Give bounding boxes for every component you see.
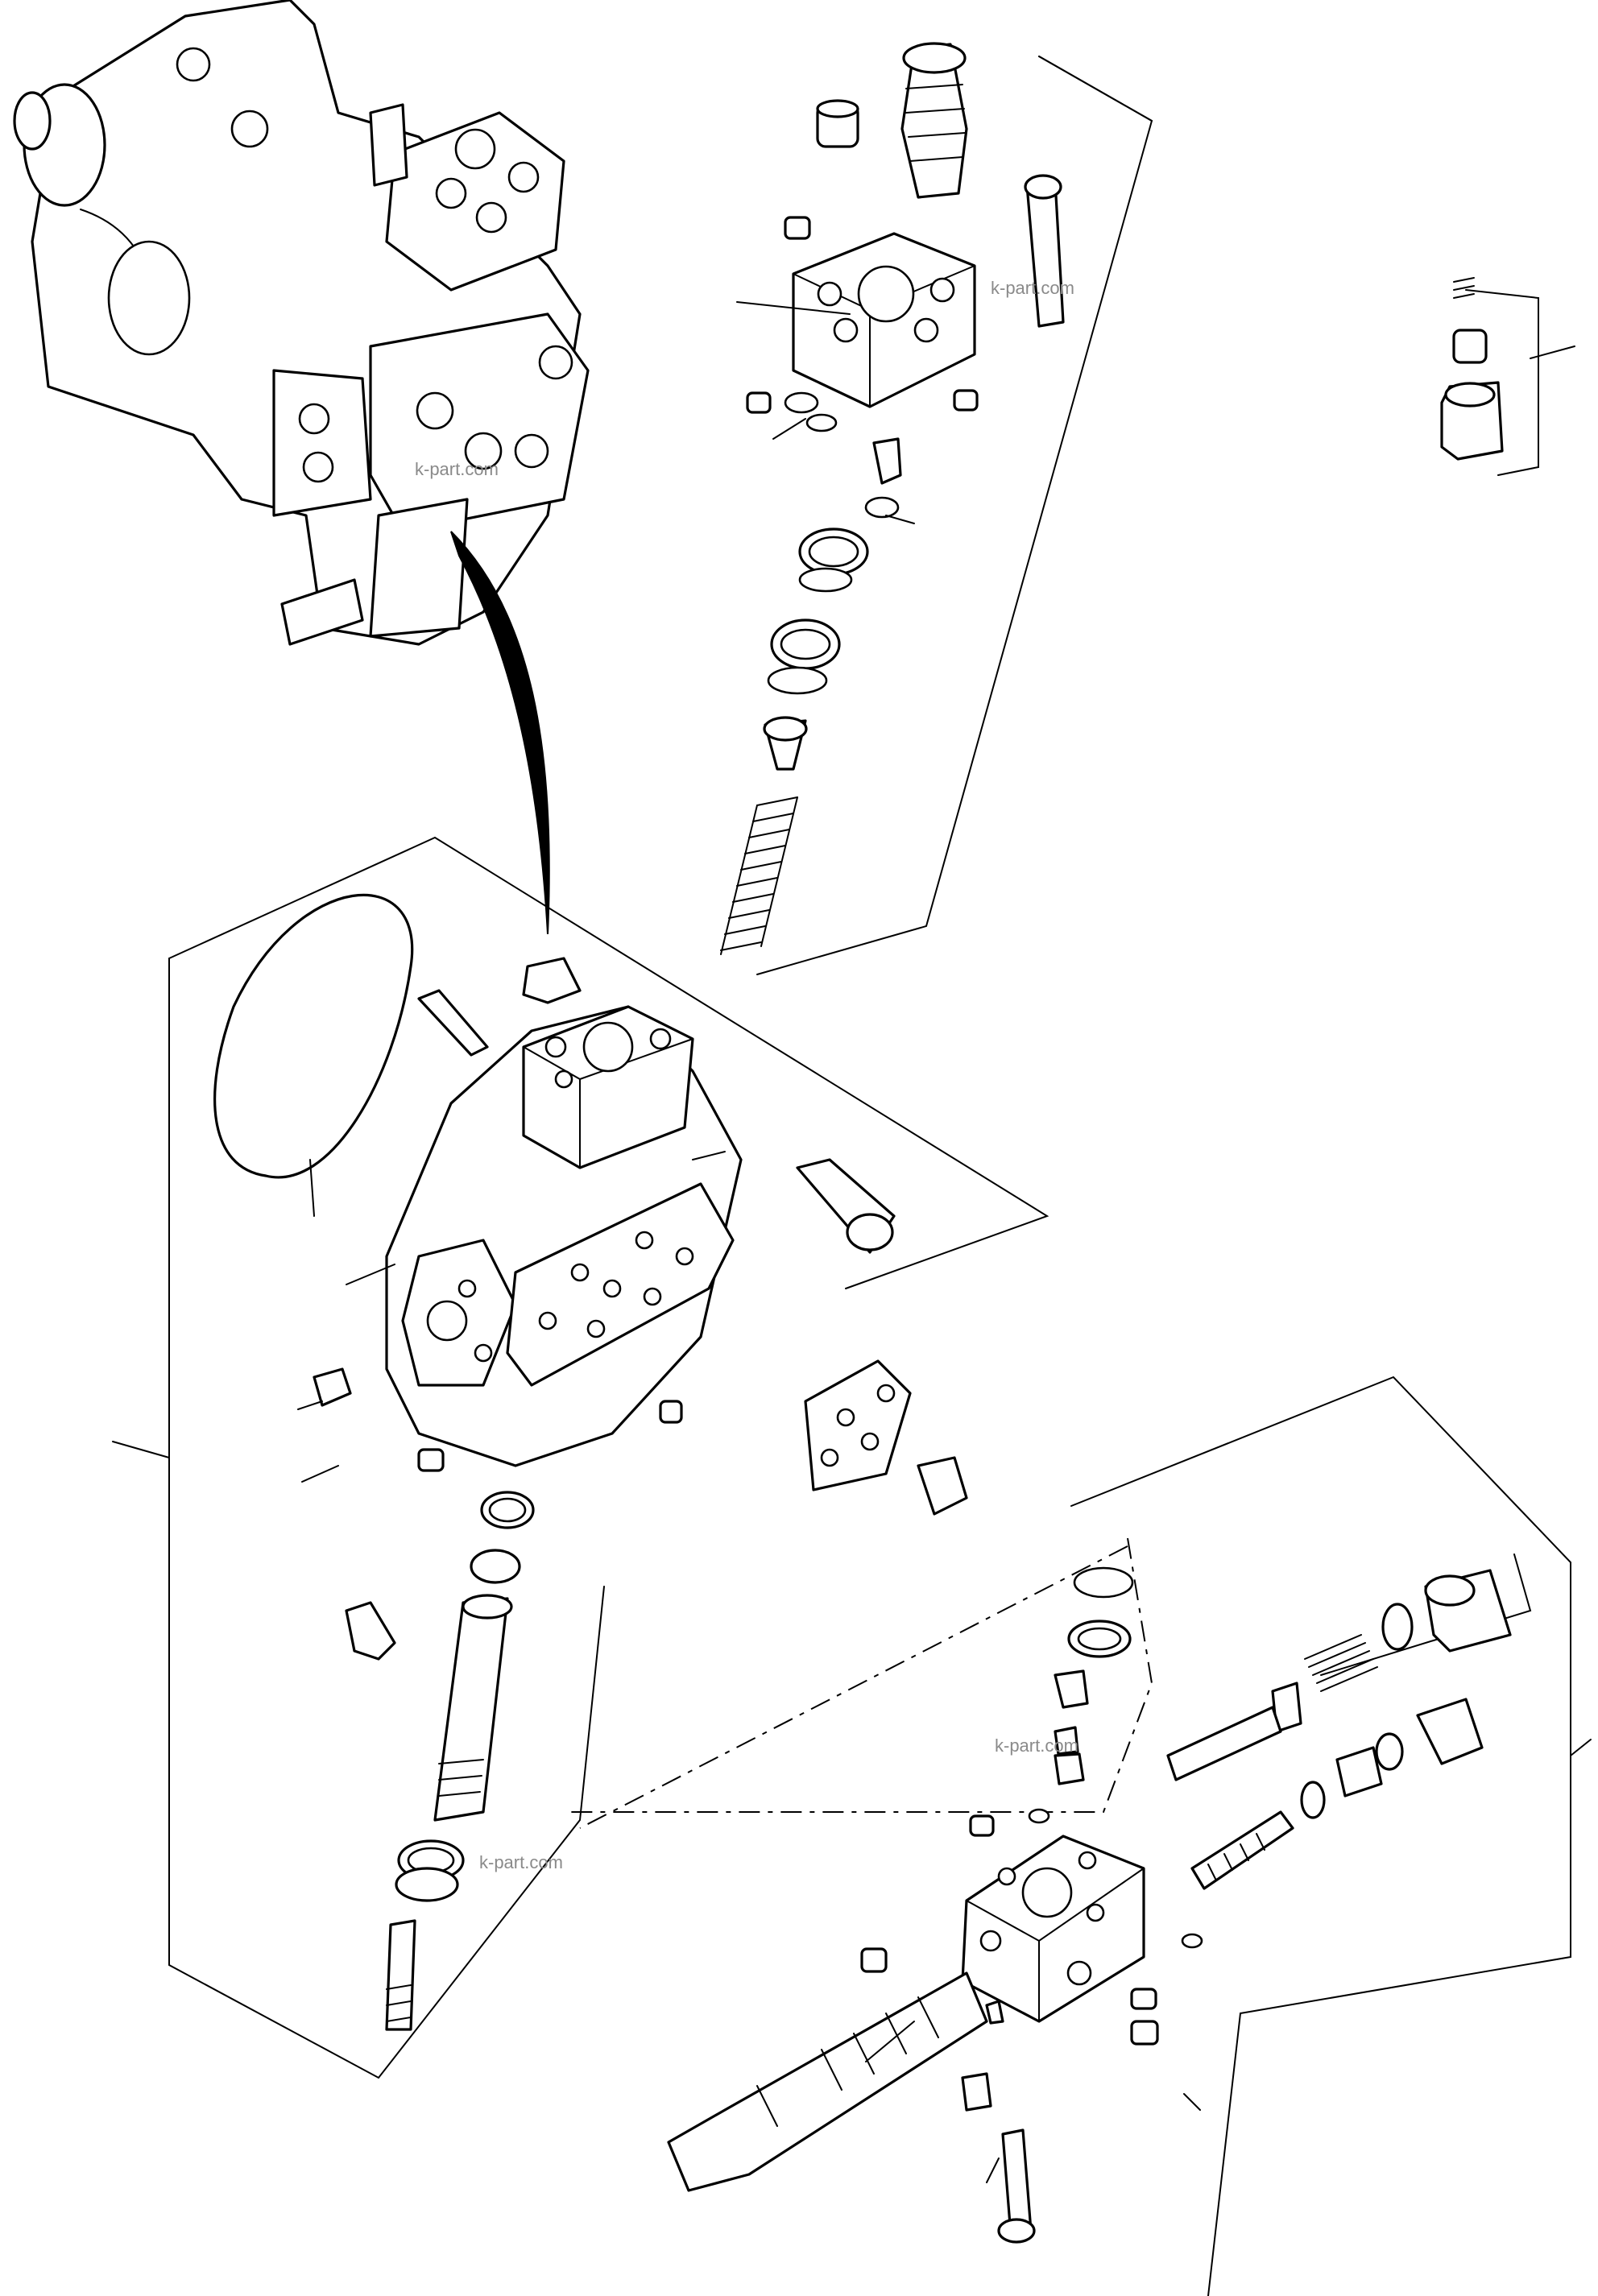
o-ring-small-2 xyxy=(470,1549,521,1584)
valve-block-lower xyxy=(961,1835,1145,2023)
top-valve-stack: k-part.com xyxy=(720,42,1153,975)
bracket-main xyxy=(168,836,1049,1289)
o-ring-large xyxy=(213,893,414,1179)
seal-ring-pair-2 xyxy=(395,1867,459,1902)
fitting-top xyxy=(369,103,408,187)
cap-bolt xyxy=(1025,180,1065,328)
hex-nut xyxy=(1335,1746,1383,1797)
hex-plug-lower xyxy=(1416,1698,1484,1765)
shaft-plug xyxy=(345,1601,396,1661)
bracket-lower xyxy=(1070,1376,1571,2296)
pump-motor-assembly: k-part.com xyxy=(13,0,590,646)
small-sleeve xyxy=(1452,329,1488,364)
side-plate xyxy=(369,312,590,533)
stud-bolt xyxy=(385,1919,416,2031)
watermark-3: k-part.com xyxy=(479,1852,563,1872)
key-block xyxy=(522,957,582,1004)
relief-spring xyxy=(1304,1634,1378,1692)
pilot-pin xyxy=(1166,1706,1282,1781)
plug-1 xyxy=(313,1367,352,1407)
cover-screw xyxy=(917,1456,968,1516)
watermark-1: k-part.com xyxy=(415,459,499,479)
plug-2 xyxy=(417,1448,445,1472)
watermark-4: k-part.com xyxy=(995,1735,1078,1756)
control-spool xyxy=(667,1971,988,2192)
small-sleeve-lower xyxy=(1054,1669,1089,1709)
threaded-rod xyxy=(1190,1810,1294,1890)
watermark-2: k-part.com xyxy=(991,278,1074,298)
dowel-pin xyxy=(417,989,489,1057)
cover-plate xyxy=(804,1359,912,1491)
washer-lower xyxy=(1375,1732,1404,1771)
washer-upper xyxy=(1381,1603,1414,1651)
indicator-arrow xyxy=(450,531,550,935)
main-valve-housing: k-part.com xyxy=(112,836,1049,2079)
lower-valve-assembly: k-part.com xyxy=(564,1376,1592,2296)
plug-3 xyxy=(659,1400,683,1424)
control-block xyxy=(385,111,565,292)
small-valve-assembly xyxy=(1440,277,1575,476)
o-ring-lower xyxy=(1300,1781,1326,1819)
fitting-left xyxy=(280,578,364,646)
motor-shaft xyxy=(13,91,52,151)
small-nozzle xyxy=(872,437,902,485)
spool-sleeve xyxy=(433,1597,509,1822)
compression-spring xyxy=(720,796,798,955)
